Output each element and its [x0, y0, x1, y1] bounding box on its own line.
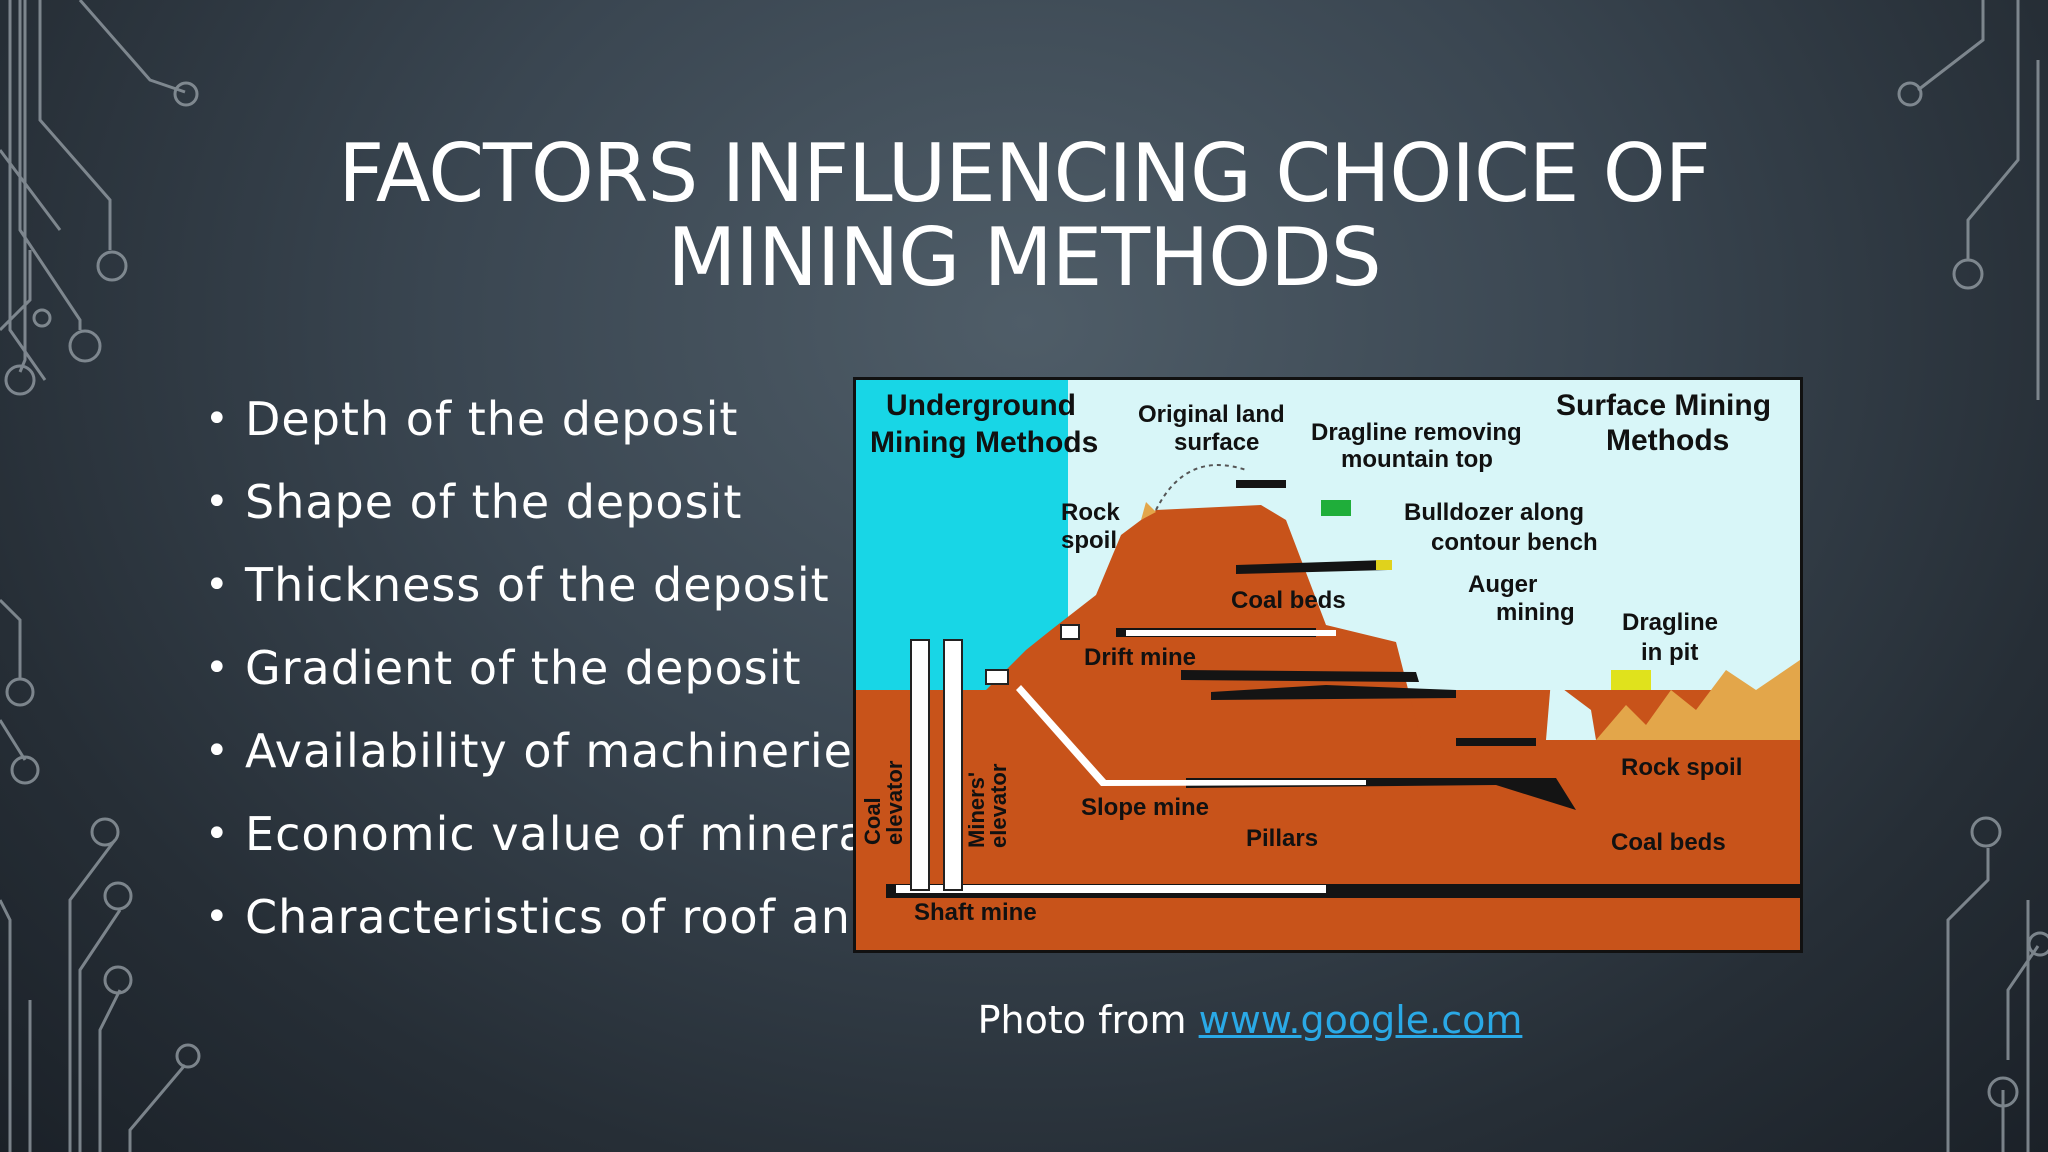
label-rock-spoil-right: Rock spoil — [1621, 754, 1742, 781]
slide-title: Factors Influencing Choice of Mining Met… — [338, 127, 1711, 304]
bullet-item: Thickness of the deposit — [205, 544, 855, 627]
label-dragline-top-2: mountain top — [1341, 446, 1493, 473]
rock-spoil-top — [1141, 502, 1156, 520]
pit-cut — [1546, 680, 1596, 740]
label-slope-mine: Slope mine — [1081, 794, 1209, 821]
label-underground-2: Mining Methods — [870, 426, 1098, 459]
bullet-item: Economic value of minerals — [205, 793, 855, 876]
bullet-item: Shape of the deposit — [205, 461, 855, 544]
label-shaft-mine: Shaft mine — [914, 899, 1037, 926]
label-drift-mine: Drift mine — [1084, 644, 1196, 671]
label-coal-elevator-1: Coal — [860, 797, 885, 845]
equipment — [1321, 500, 1651, 690]
bullet-item: Gradient of the deposit — [205, 627, 855, 710]
coal-beds — [886, 480, 1800, 898]
label-underground-1: Underground — [886, 389, 1076, 422]
bullet-item: Availability of machineries — [205, 710, 855, 793]
label-dragline-pit-1: Dragline — [1622, 609, 1718, 636]
mine-tunnels — [896, 630, 1366, 893]
label-coal-elevator-2: elevator — [882, 760, 907, 845]
label-rock-spoil-top-1: Rock — [1061, 499, 1120, 526]
photo-credit: Photo from www.google.com — [700, 998, 1800, 1042]
label-dragline-top-1: Dragline removing — [1311, 419, 1522, 446]
mining-methods-diagram: Underground Mining Methods Surface Minin… — [853, 377, 1803, 953]
label-surface-1: Surface Mining — [1556, 389, 1771, 422]
circuit-decoration-right — [1897, 0, 2048, 1152]
original-surface-line — [1155, 464, 1247, 511]
bullet-item: Depth of the deposit — [205, 378, 855, 461]
label-coal-beds-top: Coal beds — [1231, 587, 1346, 614]
label-original-land-1: Original land — [1138, 401, 1285, 428]
bullet-item: Characteristics of roof and — [205, 876, 855, 958]
buildings — [985, 624, 1080, 685]
label-dragline-pit-2: in pit — [1641, 639, 1698, 666]
label-coal-beds-bottom: Coal beds — [1611, 829, 1726, 856]
credit-prefix: Photo from — [977, 998, 1199, 1042]
label-surface-2: Methods — [1606, 424, 1729, 457]
label-auger-1: Auger — [1468, 571, 1537, 598]
shafts — [910, 639, 963, 891]
label-bulldozer-1: Bulldozer along — [1404, 499, 1584, 526]
label-miners-elevator-1: Miners' — [964, 772, 989, 848]
credit-link[interactable]: www.google.com — [1198, 998, 1523, 1042]
rock-spoil-right — [1596, 660, 1800, 740]
label-original-land-2: surface — [1174, 429, 1259, 456]
circuit-decoration-left — [0, 0, 201, 1152]
label-rock-spoil-top-2: spoil — [1061, 527, 1117, 554]
label-auger-2: mining — [1496, 599, 1575, 626]
bullet-list: Depth of the deposit Shape of the deposi… — [205, 378, 855, 958]
mountain — [986, 505, 1800, 800]
label-miners-elevator-2: elevator — [986, 763, 1011, 848]
label-bulldozer-2: contour bench — [1431, 529, 1598, 556]
underground-panel — [856, 380, 1068, 690]
label-pillars: Pillars — [1246, 825, 1318, 852]
